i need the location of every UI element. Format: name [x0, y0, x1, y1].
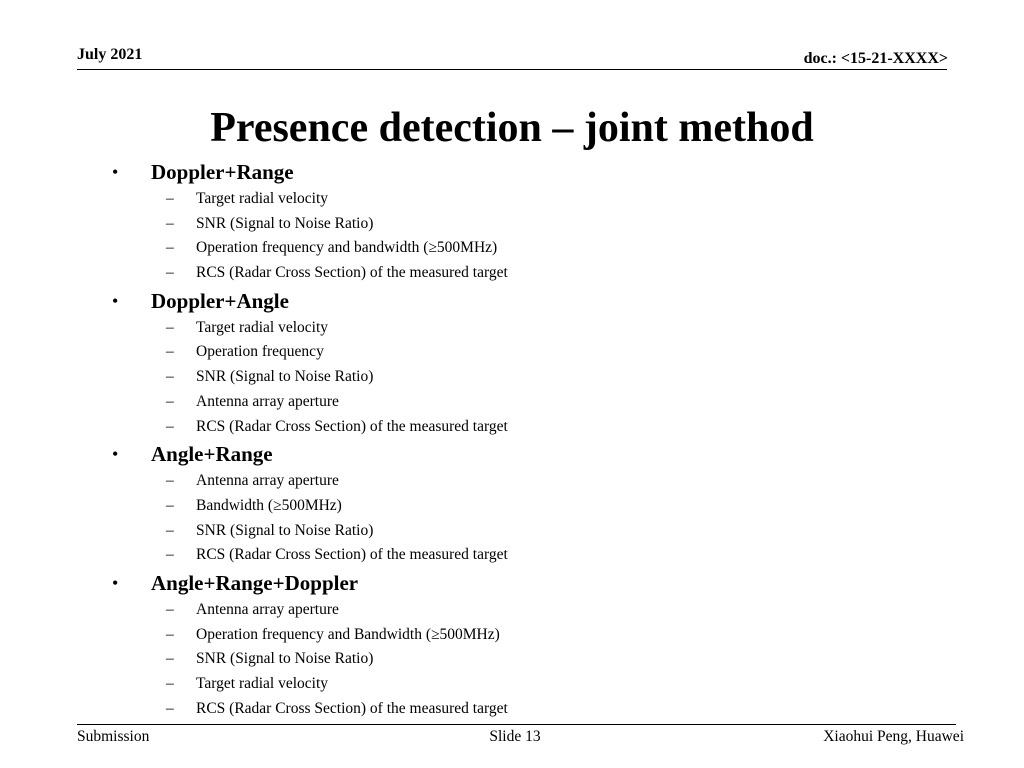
dash-marker: – [166, 600, 174, 618]
sub-item: – Antenna array aperture [0, 390, 1024, 415]
dash-marker: – [166, 239, 174, 257]
dash-marker: – [166, 318, 174, 336]
sub-item-text: Target radial velocity [196, 675, 329, 692]
slide-title: Presence detection – joint method [210, 105, 814, 151]
sub-item-text: Operation frequency [196, 343, 324, 361]
footer-submission: Submission [77, 728, 150, 745]
sub-item: – Operation frequency [0, 340, 1024, 365]
header-date: July 2021 [77, 46, 143, 63]
bullet-label: Doppler+Range [151, 160, 294, 184]
bullet-marker: • [112, 572, 119, 593]
footer-author: Xiaohui Peng, Huawei [823, 728, 964, 745]
sub-item-text: RCS (Radar Cross Section) of the measure… [196, 264, 508, 282]
sub-item: – RCS (Radar Cross Section) of the measur… [0, 543, 1024, 568]
dash-marker: – [166, 650, 174, 668]
sub-item: – Antenna array aperture [0, 598, 1024, 623]
bullet-marker: • [112, 290, 119, 311]
bullet-angle-range: • Angle+Range [0, 439, 1024, 469]
dash-marker: – [166, 417, 174, 435]
sub-item-text: SNR (Signal to Noise Ratio) [196, 650, 374, 668]
sub-item: – Operation frequency and Bandwidth (≥500… [0, 623, 1024, 648]
dash-marker: – [166, 546, 174, 564]
dash-marker: – [166, 190, 174, 207]
dash-marker: – [166, 392, 174, 410]
bullet-label: Angle+Range+Doppler [151, 570, 359, 595]
sub-item-text: Antenna array aperture [196, 600, 339, 618]
sub-item-text: RCS (Radar Cross Section) of the measure… [196, 699, 508, 717]
sub-item: – SNR (Signal to Noise Ratio) [0, 647, 1024, 672]
header-divider [77, 69, 947, 70]
sub-item: – Bandwidth (≥500MHz) [0, 494, 1024, 519]
sub-item: – SNR (Signal to Noise Ratio) [0, 212, 1024, 237]
dash-marker: – [166, 496, 174, 514]
sub-item-text: Bandwidth (≥500MHz) [196, 496, 342, 514]
dash-marker: – [166, 699, 174, 717]
sub-item-text: Antenna array aperture [196, 472, 339, 490]
header-doc-id: doc.: <15-21-XXXX> [803, 50, 948, 67]
bullet-doppler-angle: • Doppler+Angle [0, 286, 1024, 316]
dash-marker: – [166, 521, 174, 539]
bullet-doppler-range: • Doppler+Range [0, 157, 1024, 187]
dash-marker: – [166, 264, 174, 282]
bullet-angle-range-doppler: • Angle+Range+Doppler [0, 568, 1024, 598]
sub-item: – Target radial velocity [0, 672, 1024, 697]
sub-item-text: Antenna array aperture [196, 392, 339, 410]
sub-item-text: RCS (Radar Cross Section) of the measure… [196, 546, 508, 564]
sub-item: – RCS (Radar Cross Section) of the measur… [0, 261, 1024, 286]
sub-item: – RCS (Radar Cross Section) of the measur… [0, 415, 1024, 440]
sub-item: – Operation frequency and bandwidth (≥500… [0, 236, 1024, 261]
sub-item-text: SNR (Signal to Noise Ratio) [196, 368, 374, 386]
footer-divider [77, 724, 956, 725]
sub-item: – SNR (Signal to Noise Ratio) [0, 365, 1024, 390]
dash-marker: – [166, 472, 174, 490]
sub-item: – SNR (Signal to Noise Ratio) [0, 519, 1024, 544]
sub-item: – RCS (Radar Cross Section) of the measur… [0, 697, 1024, 722]
dash-marker: – [166, 675, 174, 692]
dash-marker: – [166, 368, 174, 386]
sub-item-text: SNR (Signal to Noise Ratio) [196, 214, 374, 232]
sub-item-text: Operation frequency and Bandwidth (≥500M… [196, 625, 500, 643]
dash-marker: – [166, 625, 174, 643]
bullet-marker: • [112, 162, 119, 182]
bullet-label: Angle+Range [151, 442, 273, 467]
sub-item-text: SNR (Signal to Noise Ratio) [196, 521, 374, 539]
sub-item-text: Target radial velocity [196, 318, 329, 336]
bullet-label: Doppler+Angle [151, 288, 289, 313]
slide-body: • Doppler+Range –Target radial velocity … [0, 157, 1024, 721]
sub-item: – Antenna array aperture [0, 469, 1024, 494]
sub-item: – Target radial velocity [0, 316, 1024, 341]
footer-slide-number: Slide 13 [489, 728, 541, 745]
bullet-marker: • [112, 444, 119, 465]
sub-item-text: RCS (Radar Cross Section) of the measure… [196, 417, 508, 435]
dash-marker: – [166, 343, 174, 361]
dash-marker: – [166, 214, 174, 232]
sub-item-text: Operation frequency and bandwidth (≥500M… [196, 239, 498, 257]
sub-item: – Target radial velocity [0, 187, 1024, 212]
sub-item-text: Target radial velocity [196, 190, 329, 207]
